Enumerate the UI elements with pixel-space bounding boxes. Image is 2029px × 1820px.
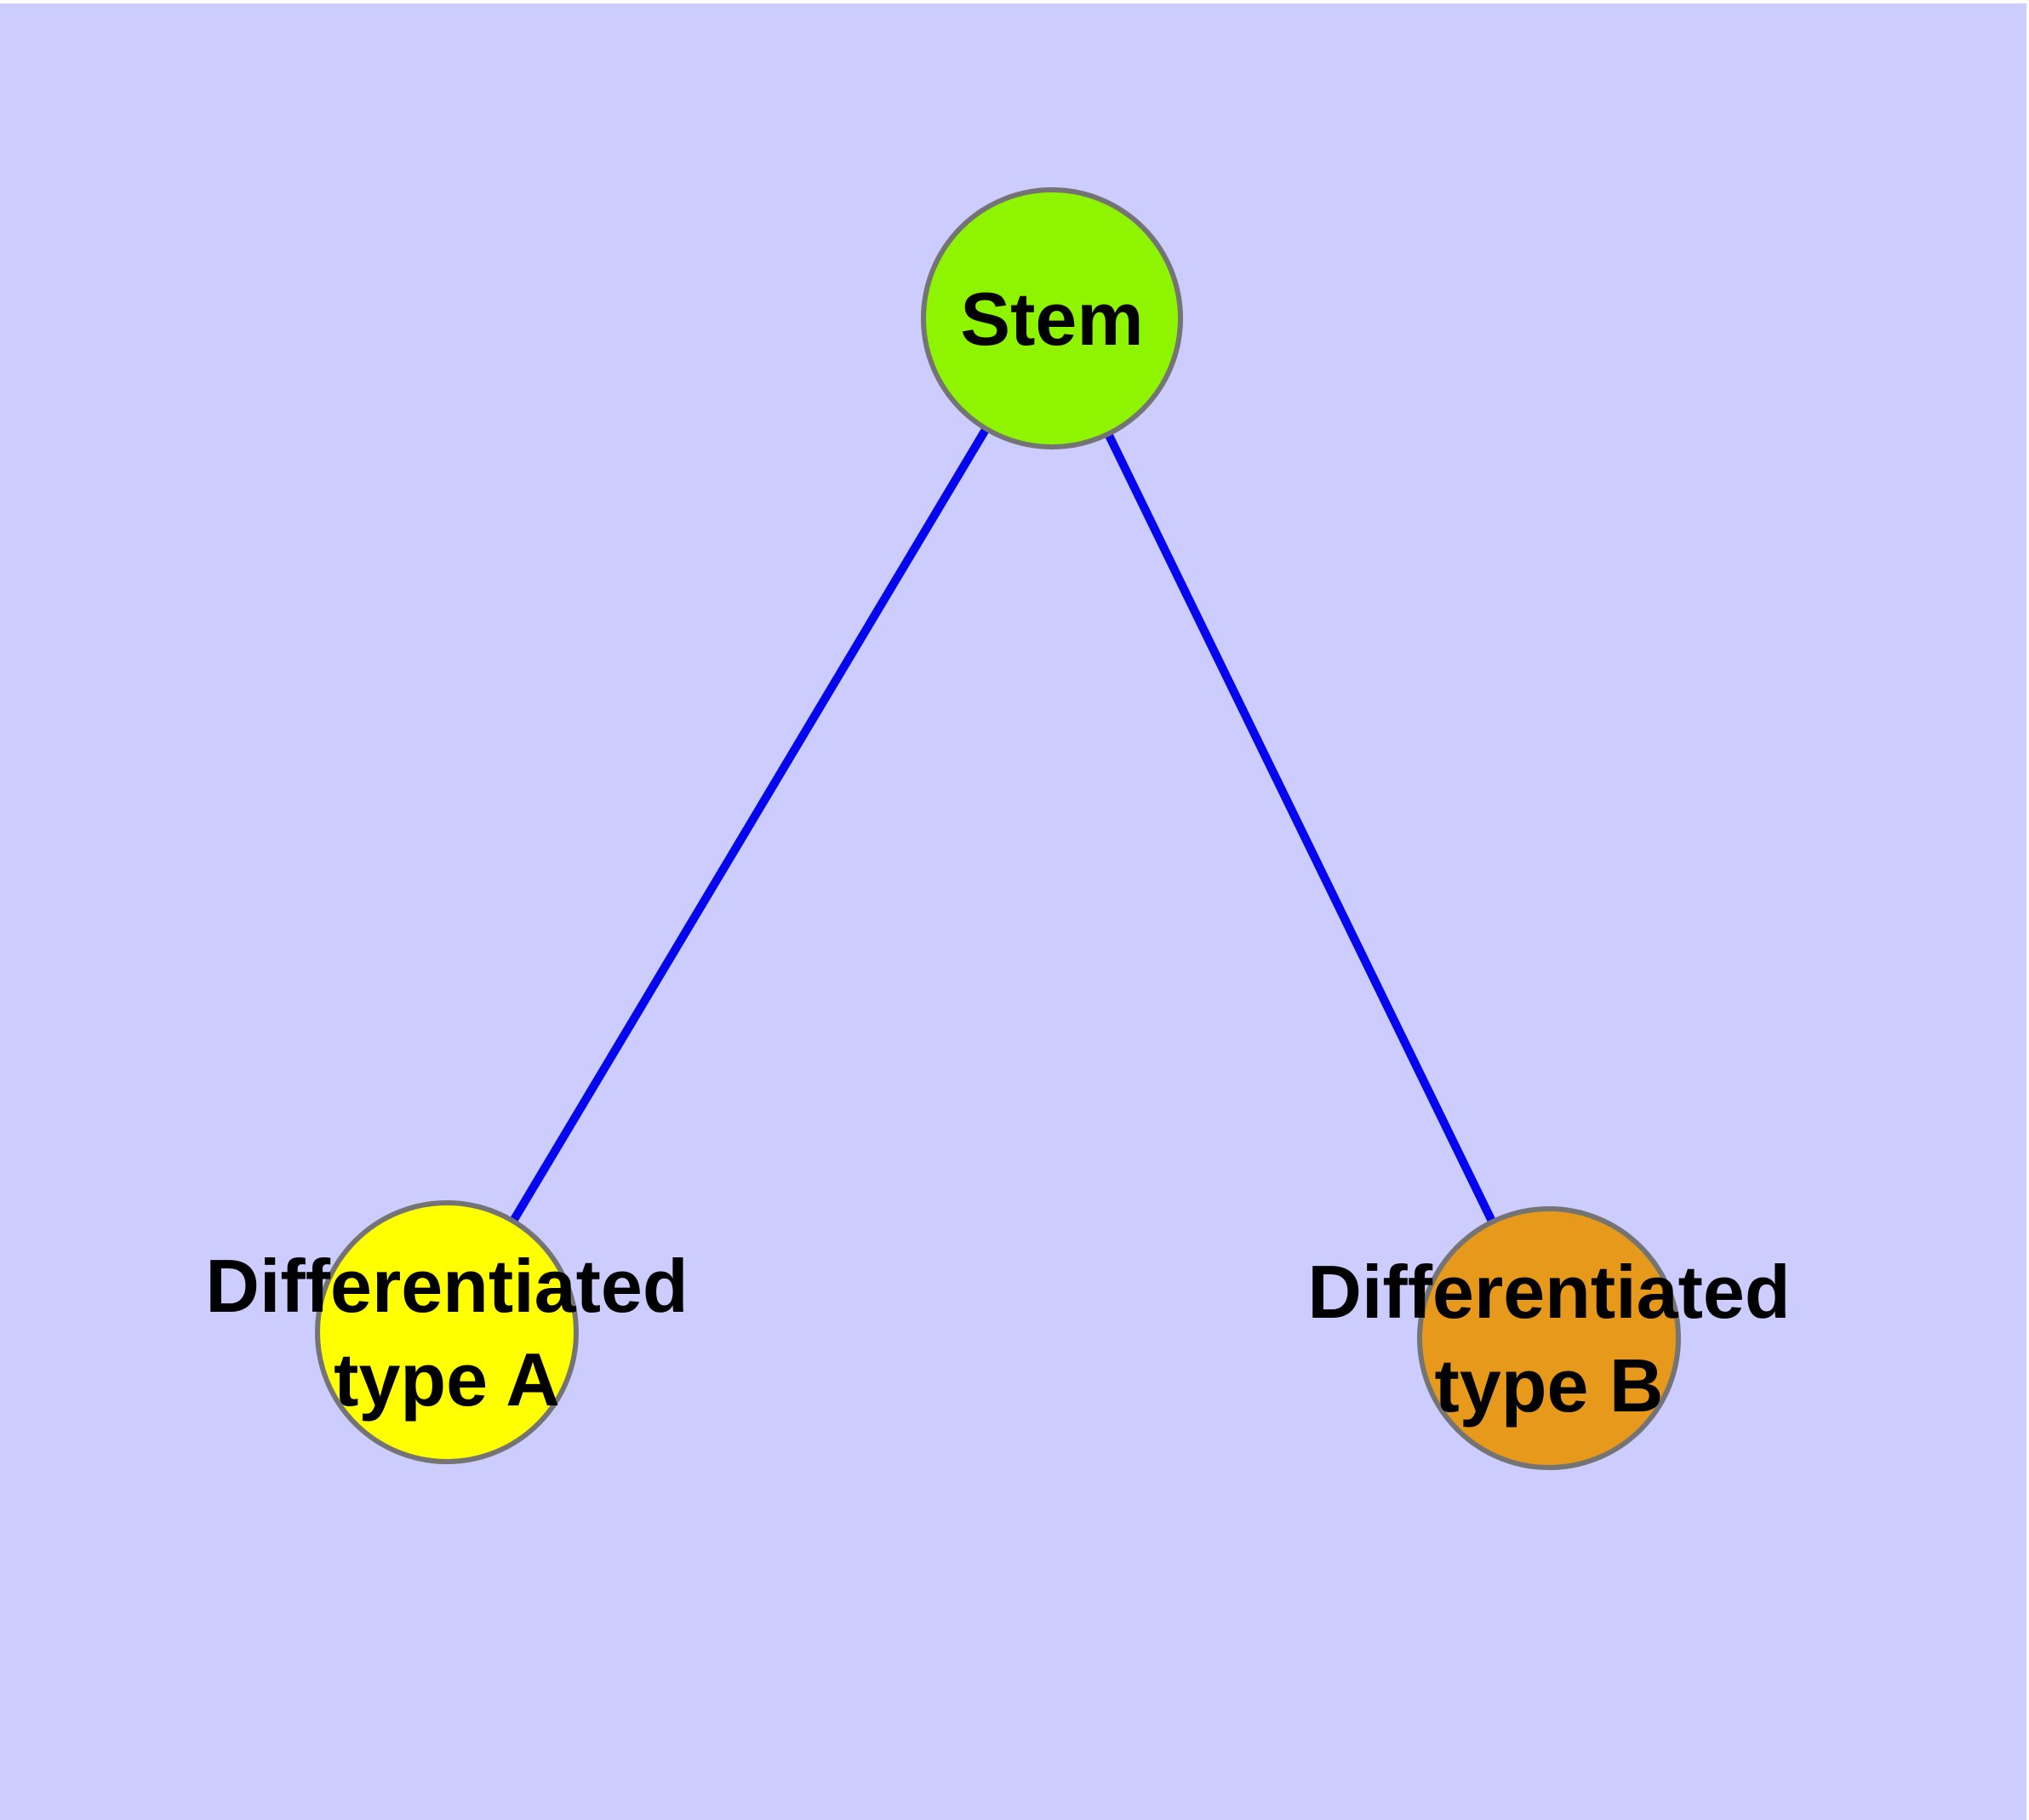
edge-stem-to-type-b <box>1048 316 1553 1341</box>
node-stem-label: Stem <box>960 277 1143 361</box>
node-type-a-label-line1: Differentiated <box>205 1244 688 1328</box>
node-type-b-label-line2: type B <box>1435 1343 1664 1428</box>
node-type-a-label-line2: type A <box>334 1337 560 1422</box>
node-type-b-circle <box>1417 1206 1681 1470</box>
node-stem-circle <box>921 187 1183 449</box>
edge-stem-to-type-a <box>443 316 1056 1335</box>
node-type-a-circle <box>315 1200 579 1464</box>
node-type-b-label-line1: Differentiated <box>1307 1250 1790 1334</box>
